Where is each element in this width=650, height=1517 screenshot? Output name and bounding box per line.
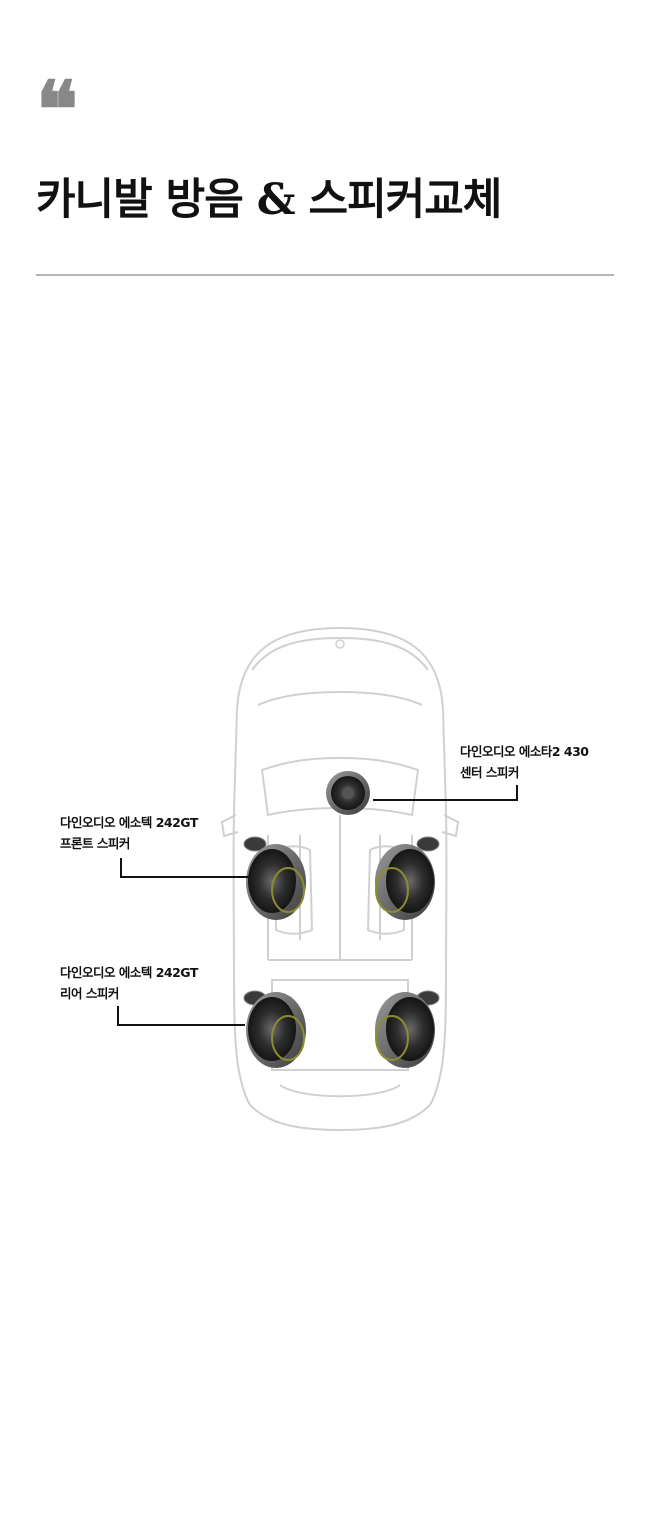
title-divider — [36, 274, 614, 276]
quote-mark-icon: ❝ — [36, 65, 78, 156]
front-right-speaker-icon — [375, 844, 435, 920]
rear-left-speaker-icon — [246, 992, 306, 1068]
center-speaker-position: 센터 스피커 — [460, 765, 519, 780]
center-speaker-model: 다인오디오 에소타2 430 — [460, 744, 589, 759]
rear-speaker-model: 다인오디오 에소텍 242GT — [60, 965, 198, 980]
front-left-speaker-icon — [246, 844, 306, 920]
rear-speaker-position: 리어 스피커 — [60, 986, 119, 1001]
speaker-layout-diagram: 다인오디오 에소타2 430 센터 스피커 다인오디오 에소텍 242GT 프론… — [0, 600, 650, 1160]
right-mirror — [441, 814, 460, 838]
front-speaker-model: 다인오디오 에소텍 242GT — [60, 815, 198, 830]
center-speaker-label: 다인오디오 에소타2 430 센터 스피커 — [460, 741, 589, 783]
rear-speaker-label: 다인오디오 에소텍 242GT 리어 스피커 — [60, 962, 198, 1004]
hood-emblem — [335, 639, 345, 649]
page-title: 카니발 방음 & 스피커교체 — [36, 175, 502, 225]
leader-lines — [117, 785, 518, 1026]
rear-right-speaker-icon — [375, 992, 435, 1068]
front-speaker-label: 다인오디오 에소텍 242GT 프론트 스피커 — [60, 812, 198, 854]
front-speaker-position: 프론트 스피커 — [60, 836, 130, 851]
center-speaker-icon — [326, 771, 370, 815]
front-leader-line — [120, 858, 250, 878]
center-leader-line — [373, 785, 518, 801]
rear-leader-line — [117, 1006, 245, 1026]
left-mirror — [220, 814, 239, 838]
car-top-view-illustration — [117, 626, 518, 1132]
